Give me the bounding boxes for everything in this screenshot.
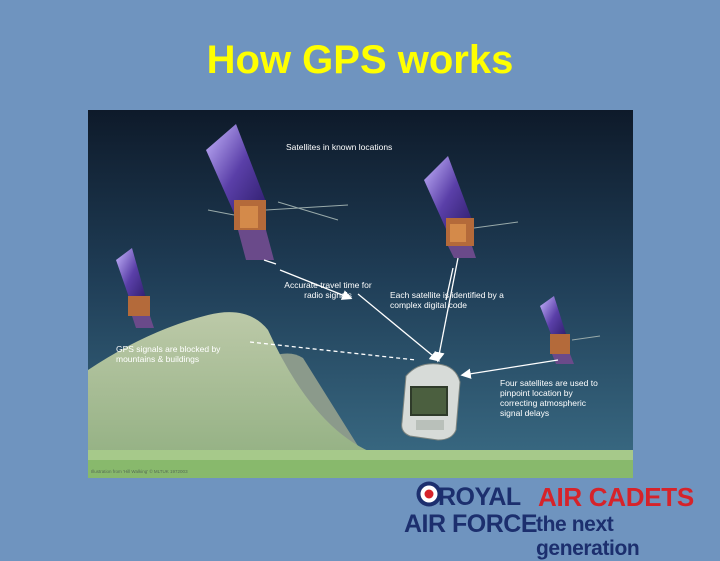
satellite-icon — [540, 296, 601, 364]
label-identified: Each satellite is identified by a comple… — [390, 290, 504, 310]
illustration-credit: Illustration from 'Hill Walking' © MLTUK… — [91, 469, 188, 474]
raf-air-cadets-logo: ROYAL AIR FORCE AIR CADETS the next gene… — [404, 478, 720, 560]
slide-title: How GPS works — [206, 38, 514, 82]
mountain — [88, 312, 633, 478]
label-four-satellites: Four satellites are used to pinpoint loc… — [500, 378, 598, 418]
satellite-icon — [424, 156, 519, 258]
gps-diagram-graphic — [88, 110, 633, 478]
gps-receiver-icon — [401, 363, 461, 441]
air-cadets-wordmark: AIR CADETS — [538, 482, 694, 512]
label-travel-time: Accurate travel time for radio signals — [284, 280, 372, 300]
tagline: the next generation — [536, 513, 640, 560]
raf-wordmark-top: ROYAL — [438, 483, 521, 511]
satellite-icon — [206, 124, 349, 260]
label-blocked: GPS signals are blocked by mountains & b… — [116, 344, 221, 364]
raf-wordmark-bottom: AIR FORCE — [404, 510, 538, 538]
label-satellites: Satellites in known locations — [286, 142, 393, 152]
gps-illustration: Satellites in known locations Accurate t… — [88, 110, 633, 478]
satellite-icon — [116, 248, 154, 328]
raf-roundel-icon — [416, 481, 442, 507]
